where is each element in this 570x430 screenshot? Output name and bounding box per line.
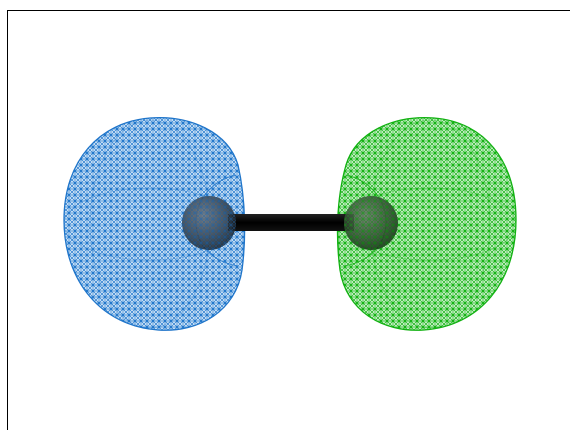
bond-cylinder — [228, 214, 354, 231]
viewport-left-border — [7, 10, 8, 430]
right-lobe — [336, 117, 517, 331]
viewport-top-border — [7, 10, 570, 11]
left-lobe — [63, 117, 246, 331]
